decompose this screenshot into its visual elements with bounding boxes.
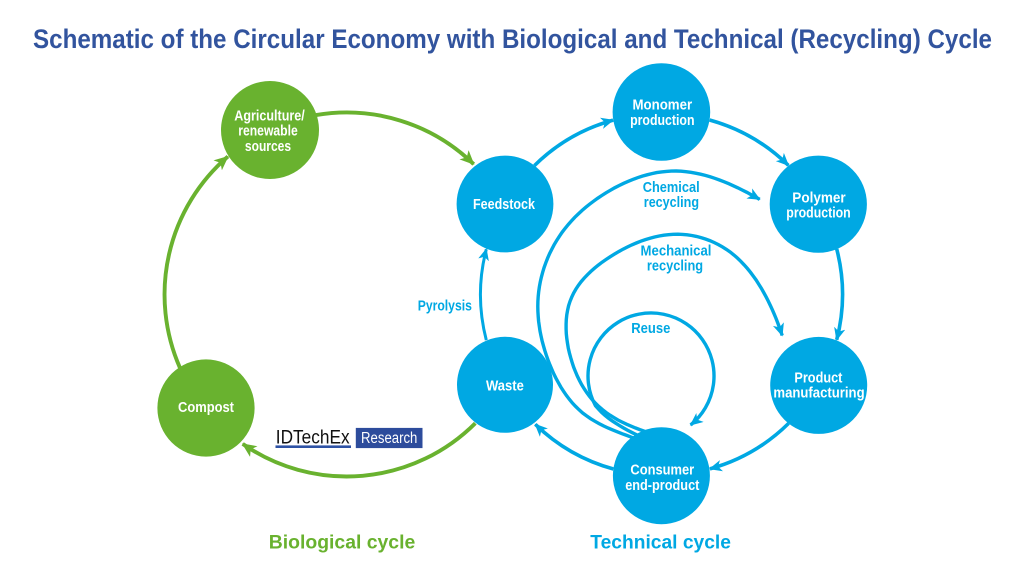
svg-text:Compost: Compost	[178, 400, 234, 416]
svg-text:production: production	[630, 113, 694, 129]
svg-text:Product: Product	[794, 370, 842, 386]
svg-text:recycling: recycling	[647, 259, 703, 275]
svg-text:Mechanical: Mechanical	[641, 243, 712, 259]
svg-text:Pyrolysis: Pyrolysis	[418, 299, 472, 315]
svg-text:end-product: end-product	[625, 478, 699, 494]
svg-text:Feedstock: Feedstock	[473, 197, 536, 213]
svg-text:Schematic of the Circular Econ: Schematic of the Circular Economy with B…	[33, 24, 992, 54]
svg-text:Agriculture/: Agriculture/	[234, 109, 305, 125]
svg-text:manufacturing: manufacturing	[773, 386, 864, 402]
svg-text:Consumer: Consumer	[630, 463, 694, 479]
svg-text:Polymer: Polymer	[792, 190, 846, 206]
svg-text:recycling: recycling	[644, 195, 699, 211]
svg-text:IDTechEx: IDTechEx	[276, 427, 350, 449]
svg-text:renewable: renewable	[238, 124, 298, 140]
svg-text:Reuse: Reuse	[631, 321, 670, 337]
svg-text:Chemical: Chemical	[643, 180, 700, 196]
svg-text:Waste: Waste	[486, 378, 524, 394]
svg-text:production: production	[786, 206, 850, 222]
svg-text:Research: Research	[361, 430, 417, 447]
svg-text:Technical cycle: Technical cycle	[590, 533, 731, 554]
svg-text:Monomer: Monomer	[633, 98, 693, 114]
svg-text:sources: sources	[245, 139, 291, 155]
svg-text:Biological cycle: Biological cycle	[269, 533, 416, 554]
